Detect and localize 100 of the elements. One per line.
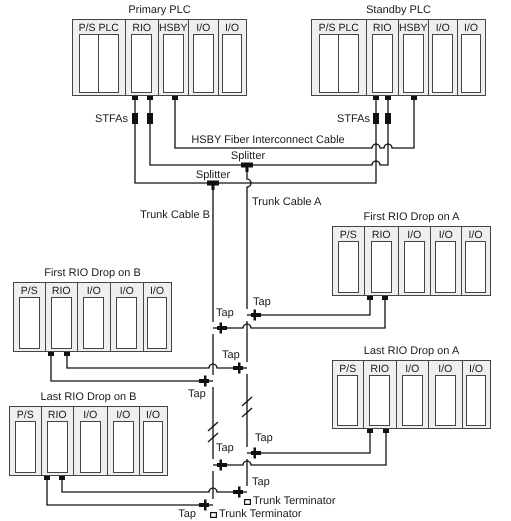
cable: [229, 296, 388, 329]
cable-label: Trunk Cable B: [140, 210, 210, 220]
module-label: P/S PLC: [318, 22, 359, 34]
module-slot: [45, 282, 78, 352]
module-label: I/O: [86, 286, 101, 296]
rack-title: First RIO Drop on A: [364, 212, 460, 223]
module-label: RIO: [372, 22, 392, 34]
module-slot: [77, 282, 112, 352]
cable: [246, 172, 252, 309]
rack-title: Last RIO Drop on A: [364, 346, 460, 357]
module-label: HSBY: [158, 22, 188, 34]
cable: [246, 374, 248, 447]
tap-label: Tap: [255, 432, 273, 444]
tap-icon: [197, 375, 214, 387]
module-slot: [143, 282, 172, 352]
module-slot: [72, 19, 126, 96]
module-label: P/S: [339, 364, 356, 374]
module-slot: [396, 360, 430, 429]
cable-label: Trunk Cable A: [252, 196, 322, 208]
cable: [212, 334, 214, 375]
module-slot: [311, 19, 368, 96]
module-label: I/O: [407, 230, 422, 240]
cable: [246, 321, 248, 362]
cable: [212, 190, 214, 322]
tap-icon: [231, 486, 248, 498]
rack-title: Standby PLC: [366, 5, 431, 16]
cable: [172, 96, 417, 149]
module-slot: [218, 19, 247, 96]
cable: [253, 96, 391, 166]
module-slot: [107, 406, 140, 476]
module-label: I/O: [116, 410, 130, 420]
tap-icon: [231, 362, 248, 374]
splitter-icon: [241, 162, 253, 172]
module-slot: [41, 406, 74, 476]
module-label: RIO: [370, 364, 390, 374]
module-slot: [139, 406, 168, 476]
tap-icon: [197, 499, 214, 511]
module-label: RIO: [132, 22, 152, 34]
module-slot: [9, 406, 42, 476]
module-slot: [332, 226, 366, 296]
module-label: I/O: [464, 22, 478, 34]
module-slot: [363, 360, 398, 429]
module-slot: [125, 19, 160, 96]
module-label: I/O: [225, 22, 239, 34]
module-label: I/O: [436, 22, 450, 34]
tap-icon: [212, 322, 229, 334]
module-label: I/O: [405, 364, 420, 374]
cable: [64, 352, 231, 369]
cable: [246, 459, 248, 486]
tap-icon: [246, 447, 263, 459]
module-slot: [428, 360, 464, 429]
rack-title: First RIO Drop on B: [44, 268, 141, 279]
module-label: RIO: [48, 410, 67, 420]
module-slot: [457, 19, 486, 96]
module-slot: [13, 282, 46, 352]
module-slot: [188, 19, 220, 96]
tap-label: Tap: [253, 296, 271, 308]
cable: [229, 429, 389, 466]
module-label: RIO: [52, 286, 71, 296]
module-slot: [158, 19, 190, 96]
module-label: I/O: [120, 286, 134, 296]
cable: [212, 387, 214, 459]
cable-label: HSBY Fiber Interconnect Cable: [191, 134, 345, 146]
module-slot: [462, 360, 491, 429]
module-slot: [73, 406, 108, 476]
cable: [212, 471, 214, 499]
module-slot: [110, 282, 144, 352]
tap-icon: [212, 459, 229, 471]
rack-title: Last RIO Drop on B: [40, 392, 136, 403]
module-label: I/O: [438, 230, 453, 240]
module-label: P/S: [16, 410, 34, 420]
module-label: I/O: [438, 364, 452, 374]
module-slot: [430, 226, 462, 296]
tap-label: Tap: [188, 388, 206, 400]
rack-title: Primary PLC: [128, 5, 191, 16]
connector-label: STFAs: [336, 114, 370, 124]
module-label: I/O: [469, 364, 483, 374]
module-label: I/O: [83, 410, 98, 420]
module-label: P/S: [340, 230, 357, 240]
module-label: I/O: [196, 22, 210, 34]
module-label: I/O: [150, 286, 164, 296]
cable: [219, 96, 379, 184]
module-label: I/O: [468, 230, 482, 240]
tap-label: Tap: [178, 508, 196, 520]
tap-label: Tap: [216, 308, 234, 318]
module-slot: [364, 226, 400, 296]
module-slot: [398, 226, 432, 296]
tap-icon: [246, 309, 263, 321]
module-label: P/S: [20, 286, 38, 296]
tap-label: Tap: [216, 442, 234, 454]
connector-label: STFAs: [94, 114, 128, 124]
module-label: I/O: [146, 410, 160, 420]
splitter-icon: [207, 180, 219, 190]
module-slot: [428, 19, 458, 96]
module-label: HSBY: [398, 22, 428, 34]
cable: [59, 476, 231, 493]
module-slot: [366, 19, 400, 96]
module-slot: [332, 360, 364, 429]
module-slot: [461, 226, 491, 296]
tap-label: Tap: [252, 476, 270, 488]
